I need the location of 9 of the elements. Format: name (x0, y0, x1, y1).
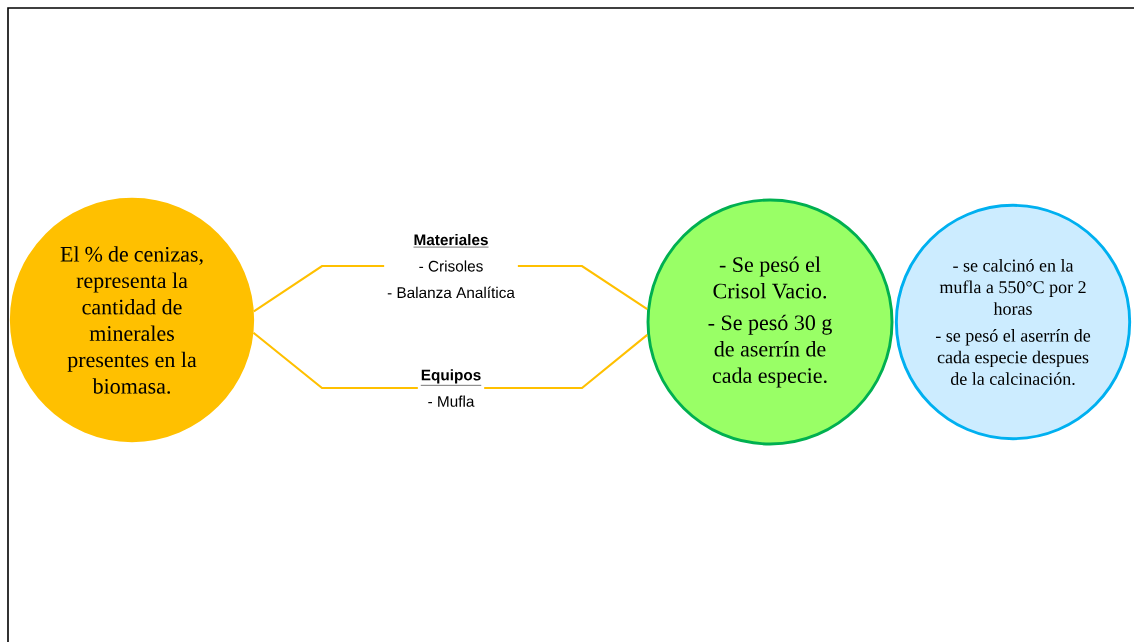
connector-line (517, 264, 648, 310)
connector-line (252, 331, 418, 390)
circle-node: - Se pesó el Crisol Vacio. - Se pesó 30 g de aserrín de cada especie. (646, 198, 894, 446)
circle-node: - se calcinó en la mufla a 550°C por 2 horas - se pesó el aserrín de cada especie despues de la calcinación. (894, 203, 1132, 441)
text-block: Materiales - Crisoles - Balanza Analítica (387, 234, 515, 299)
text-block: Equipos - Mufla (420, 369, 482, 407)
connector-line (484, 334, 648, 390)
circle-node: El % de cenizas, representa la cantidad de minerales presentes en la biomasa. (9, 197, 255, 443)
connector-line (253, 264, 385, 313)
